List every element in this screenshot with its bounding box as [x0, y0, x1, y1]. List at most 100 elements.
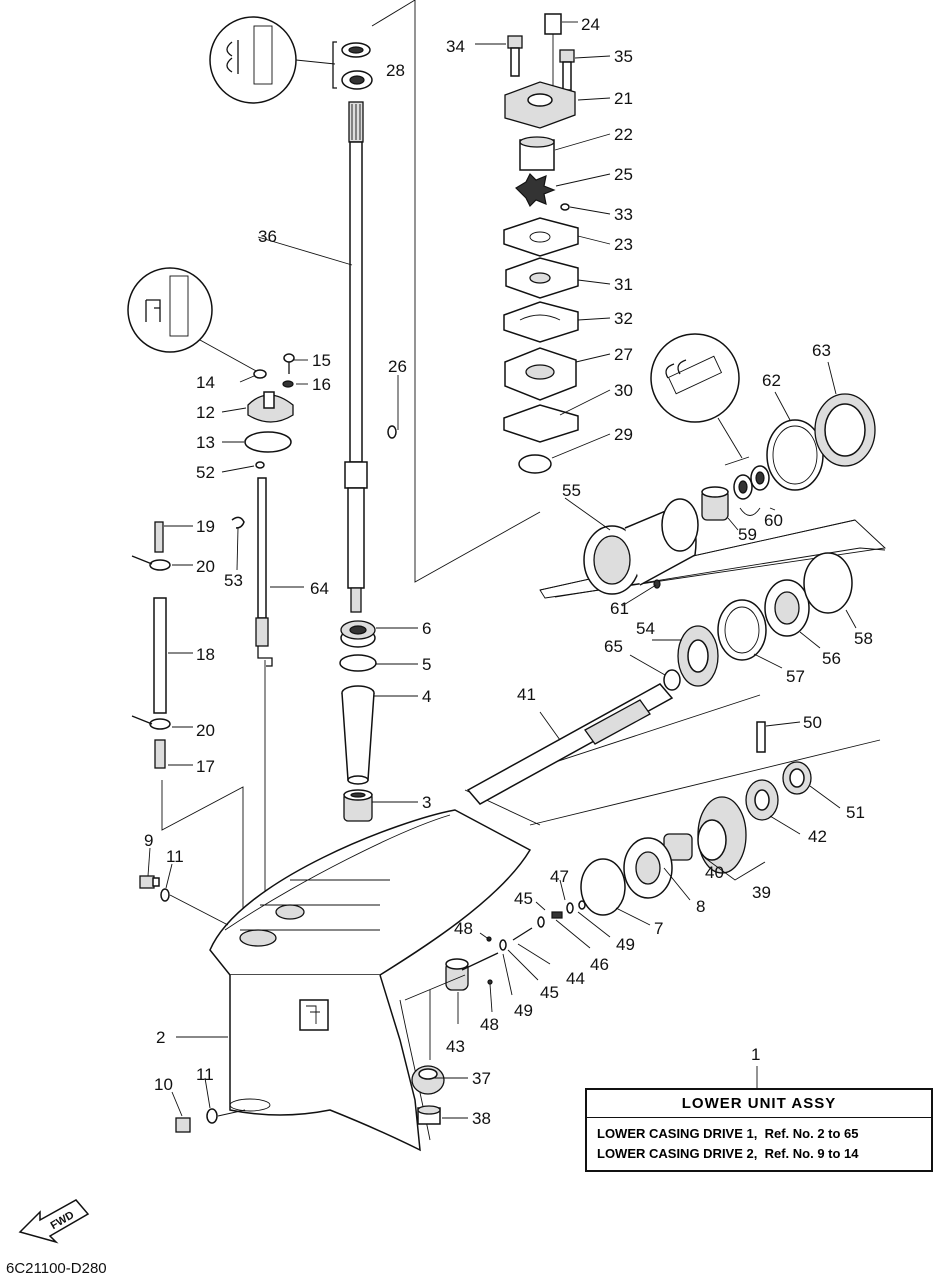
part-number-labels: 1 2 3 4 5 6 7 8 9 10 11 11 12 13 14 15 1… — [144, 15, 873, 1128]
label-65: 65 — [604, 637, 623, 656]
nut-20-upper — [131, 555, 171, 571]
gasket-32 — [503, 301, 579, 343]
pin-50 — [756, 721, 766, 753]
washer-11-lower — [206, 1108, 218, 1124]
bearing-56 — [764, 579, 810, 637]
label-39: 39 — [752, 883, 771, 902]
legend-title: LOWER UNIT ASSY — [681, 1095, 837, 1112]
bushing-43 — [445, 958, 469, 991]
label-1: 1 — [751, 1045, 760, 1064]
clip-53 — [231, 516, 245, 529]
legend-row-2-label: LOWER CASING DRIVE 2, — [597, 1146, 758, 1161]
label-36: 36 — [258, 227, 277, 246]
label-40: 40 — [705, 863, 724, 882]
label-22: 22 — [614, 125, 633, 144]
label-17: 17 — [196, 757, 215, 776]
label-42: 42 — [808, 827, 827, 846]
label-41: 41 — [517, 685, 536, 704]
label-37: 37 — [472, 1069, 491, 1088]
label-33: 33 — [614, 205, 633, 224]
label-63: 63 — [812, 341, 831, 360]
propeller-shaft-41 — [466, 683, 674, 805]
label-26: 26 — [388, 357, 407, 376]
bushing-4 — [341, 685, 375, 785]
label-11b: 11 — [196, 1065, 214, 1084]
label-58: 58 — [854, 629, 873, 648]
label-45b: 45 — [540, 983, 559, 1002]
label-55: 55 — [562, 481, 581, 500]
ball-47 — [566, 902, 574, 914]
label-34: 34 — [446, 37, 465, 56]
label-25: 25 — [614, 165, 633, 184]
label-48b: 48 — [480, 1015, 499, 1034]
detail-circle-seal — [650, 333, 750, 466]
nut-20-lower — [131, 715, 171, 730]
label-24: 24 — [581, 15, 600, 34]
detail-circle-oil-seal — [209, 16, 337, 104]
spring-46 — [551, 911, 563, 919]
oring-5 — [339, 654, 377, 672]
oring-58 — [803, 552, 853, 614]
ball-45 — [537, 916, 545, 928]
shift-rod-64 — [255, 477, 273, 920]
shim-65 — [663, 669, 681, 691]
gasket-23 — [503, 217, 579, 257]
label-8: 8 — [696, 897, 705, 916]
label-9: 9 — [144, 831, 153, 850]
label-31: 31 — [614, 275, 633, 294]
detail-circle-shift-rod — [127, 267, 259, 373]
label-15: 15 — [312, 351, 331, 370]
ring-nut-63 — [814, 393, 876, 467]
legend-box: LOWER UNIT ASSY LOWER CASING DRIVE 1, Re… — [585, 1088, 933, 1172]
label-23: 23 — [614, 235, 633, 254]
label-16: 16 — [312, 375, 331, 394]
label-49a: 49 — [616, 935, 635, 954]
label-47: 47 — [550, 867, 569, 886]
shift-plunger-48 — [461, 952, 499, 971]
label-57: 57 — [786, 667, 805, 686]
drive-shaft — [341, 42, 397, 613]
shim-57 — [717, 599, 767, 661]
washer-11-upper — [160, 888, 170, 902]
label-4: 4 — [422, 687, 431, 706]
key-33 — [560, 203, 570, 211]
diagram-code: 6C21100-D280 — [6, 1260, 107, 1277]
label-29: 29 — [614, 425, 633, 444]
legend-divider — [587, 1117, 931, 1118]
label-20a: 20 — [196, 557, 215, 576]
insert-22 — [519, 136, 555, 171]
label-19: 19 — [196, 517, 215, 536]
legend-row-1-ref: Ref. No. 2 to 65 — [764, 1126, 859, 1141]
label-14: 14 — [196, 373, 215, 392]
legend-row-2: LOWER CASING DRIVE 2, Ref. No. 9 to 14 — [597, 1146, 859, 1161]
label-3: 3 — [422, 793, 431, 812]
bearing-59 — [701, 486, 729, 521]
oring-29 — [518, 454, 552, 474]
label-13: 13 — [196, 433, 215, 452]
pump-housing-21 — [504, 81, 576, 129]
impeller-25 — [515, 172, 556, 208]
label-18: 18 — [196, 645, 215, 664]
gasket-30 — [503, 404, 579, 443]
label-45a: 45 — [514, 889, 533, 908]
legend-row-1-label: LOWER CASING DRIVE 1, — [597, 1126, 758, 1141]
spring-51 — [782, 761, 812, 795]
label-64: 64 — [310, 579, 329, 598]
label-7: 7 — [654, 919, 663, 938]
rod-18 — [153, 597, 167, 714]
label-62: 62 — [762, 371, 781, 390]
label-46: 46 — [590, 955, 609, 974]
legend-row-1: LOWER CASING DRIVE 1, Ref. No. 2 to 65 — [597, 1126, 859, 1141]
label-30: 30 — [614, 381, 633, 400]
label-60: 60 — [764, 511, 783, 530]
bearing-8 — [623, 837, 673, 899]
seals-60 — [733, 465, 770, 516]
label-32: 32 — [614, 309, 633, 328]
label-56: 56 — [822, 649, 841, 668]
label-53: 53 — [224, 571, 243, 590]
label-61: 61 — [610, 599, 629, 618]
label-10: 10 — [154, 1075, 173, 1094]
pinion-gear-37 — [411, 1065, 445, 1095]
bolt-34 — [507, 35, 523, 77]
